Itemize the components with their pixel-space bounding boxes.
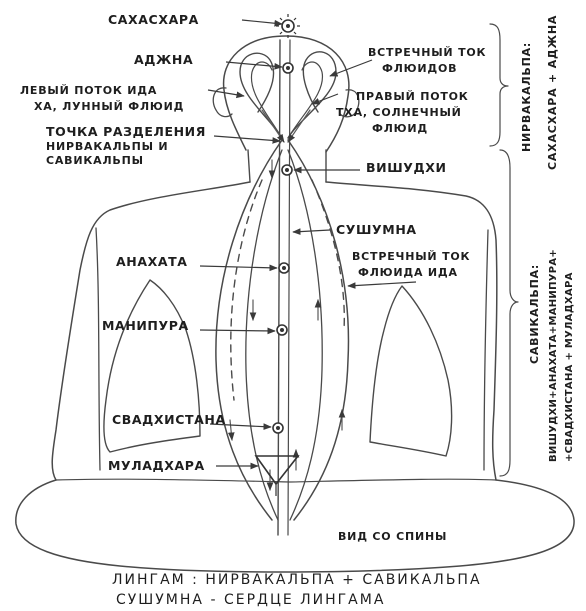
pointer-right-flow <box>311 93 339 105</box>
base-outline <box>15 479 575 573</box>
outer-left-channel <box>215 139 283 521</box>
pointer-sahasrara <box>241 19 283 27</box>
vishuddhi-chakra-icon <box>281 164 293 176</box>
label-split-3: САВИКАЛЬПЫ <box>46 154 144 167</box>
right-lung <box>369 285 453 457</box>
left-ear <box>212 87 233 118</box>
manipura-chakra-icon <box>276 324 288 336</box>
label-manipura: МАНИПУРА <box>102 318 189 333</box>
left-head-loop <box>239 52 283 139</box>
svadhisthana-chakra-icon <box>272 422 284 434</box>
savikalpa-bracket <box>499 149 519 477</box>
dashed-counter-flow-left <box>230 179 263 401</box>
pointer-left-flow <box>207 89 245 99</box>
label-left-flow-2: ХА, ЛУННЫЙ ФЛЮИД <box>34 100 184 113</box>
label-sushumna: СУШУМНА <box>336 222 417 237</box>
label-right-flow-3: ФЛЮИД <box>372 122 428 135</box>
label-nirvakalpa-1: НИРВАКАЛЬПА: <box>520 42 533 152</box>
neck-left <box>247 149 251 183</box>
pointer-ajna <box>225 61 283 70</box>
muladhara-triangle-icon <box>254 455 300 496</box>
body-silhouette <box>15 35 575 573</box>
pointer-lines <box>199 19 417 470</box>
left-lung <box>103 279 201 453</box>
label-nirvakalpa-2: САХАСХАРА + АДЖНА <box>546 15 559 170</box>
torso-outline <box>51 181 498 481</box>
sushumna-axis-left <box>277 39 281 536</box>
outer-right-channel <box>287 139 350 521</box>
label-svadhisthana: СВАДХИСТАНА <box>112 412 226 427</box>
label-sahasrara: САХАСХАРА <box>108 12 199 27</box>
inner-right-channel <box>287 149 323 521</box>
label-split-1: ТОЧКА РАЗДЕЛЕНИЯ <box>46 124 206 139</box>
arrow-outer-left <box>227 419 235 441</box>
sahasrara-symbol-icon <box>276 14 300 38</box>
labels: САХАСХАРА АДЖНА ЛЕВЫЙ ПОТОК ИДА ХА, ЛУНН… <box>20 12 575 608</box>
pointer-manipura <box>199 327 276 335</box>
label-muladhara: МУЛАДХАРА <box>108 458 205 473</box>
label-back-view: ВИД СО СПИНЫ <box>338 530 447 543</box>
head-outline <box>222 35 350 153</box>
label-left-flow-1: ЛЕВЫЙ ПОТОК ИДА <box>20 84 157 97</box>
label-savikalpa-1: САВИКАЛЬПА: <box>528 264 541 364</box>
right-head-loop <box>287 51 337 139</box>
arrow-right-down <box>287 109 311 143</box>
sushumna-axis-right <box>287 39 291 536</box>
right-ear <box>339 89 360 118</box>
label-savikalpa-2: ВИШУДХИ+АНАХАТА+МАНИПУРА+ <box>548 249 559 462</box>
right-head-loop-inner <box>287 61 324 139</box>
left-arm-inner <box>95 227 101 471</box>
torso-channels <box>215 139 350 521</box>
head-loops <box>239 51 337 143</box>
label-vishuddhi: ВИШУДХИ <box>366 160 447 175</box>
base-top-line <box>55 478 497 483</box>
caption-line-1: ЛИНГАМ : НИРВАКАЛЬПА + САВИКАЛЬПА <box>112 572 482 588</box>
label-counter-ida-1: ВСТРЕЧНЫЙ ТОК <box>352 250 470 263</box>
pointer-anahata <box>199 264 278 272</box>
arrow-left-down <box>261 109 285 143</box>
label-split-2: НИРВАКАЛЬПЫ И <box>46 140 168 153</box>
label-right-flow-2: ТХА, СОЛНЕЧНЫЙ <box>336 106 462 119</box>
pointer-svadhisthana <box>209 423 272 430</box>
inner-left-channel <box>245 149 283 521</box>
label-savikalpa-3: +СВАДХИСТАНА + МУЛАДХАРА <box>564 272 575 462</box>
left-head-loop-inner <box>250 61 283 139</box>
chakras <box>254 14 300 496</box>
label-right-flow-1: ПРАВЫЙ ПОТОК <box>356 90 469 103</box>
label-counter-top-1: ВСТРЕЧНЫЙ ТОК <box>368 46 486 59</box>
nirvakalpa-bracket <box>489 23 509 147</box>
ajna-chakra-icon <box>282 62 294 74</box>
pointer-counter-top <box>329 59 373 77</box>
caption-line-2: СУШУМНА - СЕРДЦЕ ЛИНГАМА <box>116 592 385 608</box>
right-brackets <box>489 23 519 477</box>
label-ajna: АДЖНА <box>134 52 193 67</box>
pointer-counter-ida <box>347 281 417 289</box>
dashed-counter-flow-right <box>311 179 345 331</box>
pointer-split-point <box>213 135 281 144</box>
label-counter-ida-2: ФЛЮИДА ИДА <box>358 266 458 279</box>
sushumna-channel <box>277 39 291 536</box>
label-anahata: АНАХАТА <box>116 254 188 269</box>
right-arm-inner <box>483 229 489 471</box>
pointer-sushumna <box>292 228 331 235</box>
label-counter-top-2: ФЛЮИДОВ <box>382 62 457 75</box>
anahata-chakra-icon <box>278 262 290 274</box>
